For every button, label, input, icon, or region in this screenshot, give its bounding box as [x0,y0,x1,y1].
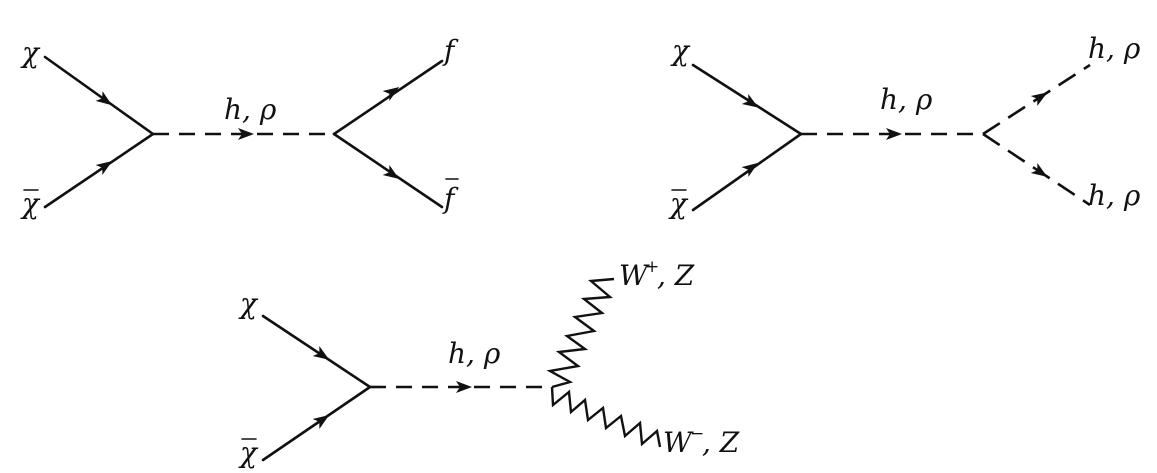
incoming-chi-arrow [312,346,330,360]
outgoing-scalar-top-line [982,63,1091,136]
chibar-label: χ [20,187,41,220]
scalar-top-label: h, ρ [1088,32,1141,65]
chibar-label: χ [238,436,259,469]
outgoing-scalar-top-arrow [1030,92,1048,107]
incoming-chibar-arrow [95,161,113,175]
chi-label: χ [238,287,259,320]
outgoing-scalar-bottom-line [982,132,1091,207]
mediator-arrow [456,381,472,393]
mediator-label: h, ρ [880,83,933,116]
boson-bottom-label-rest: , Z [702,426,740,459]
outgoing-fbar-line [332,132,444,209]
incoming-chibar-arrow [741,162,759,177]
boson-top-label: W + , Z [619,257,695,292]
boson-top-label-sup: + [645,257,659,277]
boson-bottom-label: W − , Z [663,424,740,459]
chi-label: χ [20,36,41,69]
outgoing-boson-bottom-line [550,386,662,448]
fbar-label: f [442,182,459,215]
diagram-scalar-pair: χ χ h, ρ h, ρ h, ρ [668,32,1141,220]
mediator-label: h, ρ [224,93,277,126]
scalar-bottom-label: h, ρ [1088,179,1141,212]
boson-top-label-rest: , Z [657,259,695,292]
diagram-gauge-boson-pair: χ χ h, ρ W + , Z W − , Z [238,257,740,469]
boson-bottom-label-sup: − [690,424,704,444]
incoming-chi-arrow [95,91,113,106]
incoming-chibar-line [691,132,803,212]
outgoing-f-arrow [382,87,400,101]
outgoing-f-line [332,59,444,136]
f-label: f [442,34,459,67]
chibar-label: χ [668,187,689,220]
diagram-fermion-pair: χ χ h, ρ f f [20,34,459,220]
chi-label: χ [670,34,691,67]
mediator-arrow [886,128,902,140]
incoming-chi-arrow [741,93,759,108]
incoming-chi-line [261,314,372,389]
boson-bottom-label-base: W [663,426,694,459]
incoming-chi-line [691,63,803,136]
outgoing-boson-top-line [546,277,615,389]
boson-top-label-base: W [619,259,650,292]
incoming-chibar-arrow [312,414,330,429]
outgoing-fbar-arrow [382,165,400,179]
outgoing-scalar-bottom-arrow [1030,163,1048,177]
incoming-chibar-line [43,132,155,209]
mediator-arrow [238,128,254,140]
incoming-chi-line [43,55,155,136]
mediator-label: h, ρ [448,337,501,370]
incoming-chibar-line [261,385,372,462]
